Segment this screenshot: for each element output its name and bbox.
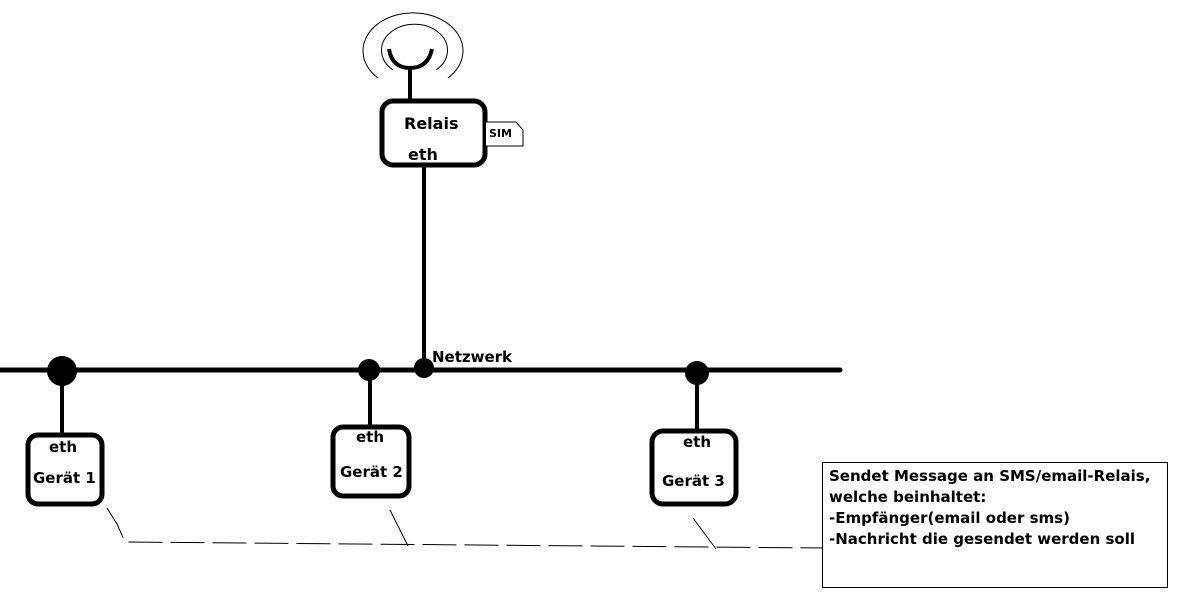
relay-title: Relais <box>404 114 459 133</box>
relay-port-label: eth <box>408 145 438 164</box>
device-2-port: eth <box>356 428 385 446</box>
relay-box <box>379 98 488 168</box>
junction-dot <box>685 361 709 385</box>
device-box-1 <box>25 432 105 507</box>
message-connector <box>106 507 824 550</box>
sim-label: SIM <box>489 127 512 140</box>
message-note: Sendet Message an SMS/email-Relais, welc… <box>822 462 1168 588</box>
note-line: Sendet Message an SMS/email-Relais, <box>829 467 1151 485</box>
junction-dot <box>358 359 380 381</box>
note-line: -Empfänger(email oder sms) <box>829 509 1070 527</box>
junction-dot <box>47 356 77 386</box>
radio-wave-outer <box>362 12 464 79</box>
device-1-name: Gerät 1 <box>33 469 96 487</box>
antenna-icon <box>387 48 434 71</box>
device-box-2 <box>330 424 412 499</box>
device-2-name: Gerät 2 <box>340 463 403 481</box>
network-label: Netzwerk <box>432 348 513 366</box>
sim-card-icon <box>486 121 524 147</box>
device-box-3 <box>649 428 739 507</box>
device-3-name: Gerät 3 <box>662 472 725 490</box>
radio-wave-inner <box>381 23 448 71</box>
note-line: welche beinhaltet: <box>829 488 987 506</box>
junction-dot <box>414 358 434 378</box>
note-line: -Nachricht die gesendet werden soll <box>829 530 1135 548</box>
device-1-port: eth <box>49 438 78 456</box>
device-3-port: eth <box>683 433 712 451</box>
